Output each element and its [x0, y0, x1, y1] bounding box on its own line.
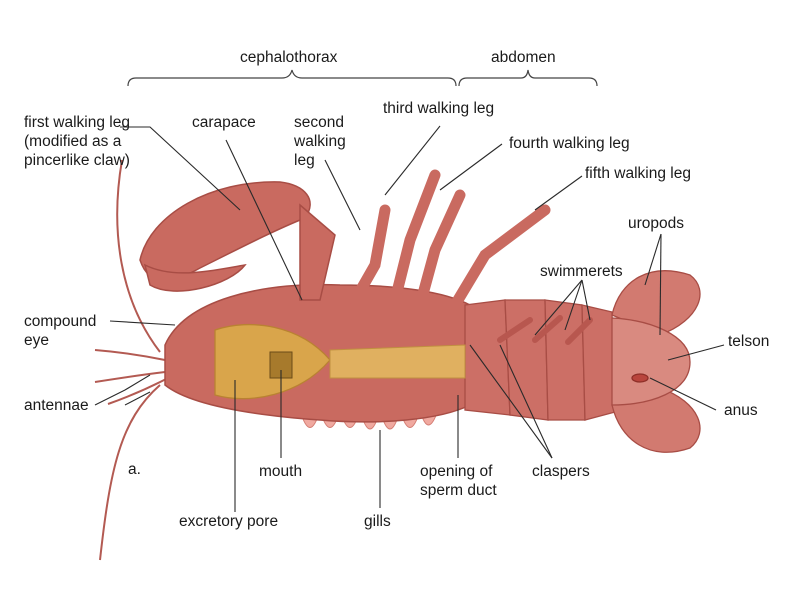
telson-label: telson: [728, 333, 770, 350]
second-walking-leg-label: second walking leg: [294, 114, 346, 169]
claspers-label: claspers: [532, 463, 590, 480]
excretory-pore-label: excretory pore: [179, 513, 279, 530]
carapace-label: carapace: [192, 114, 256, 131]
abdomen-brace: [458, 69, 598, 87]
fourth-walking-leg-label: fourth walking leg: [509, 135, 630, 152]
tail-fan-drawing: [611, 270, 701, 453]
third-walking-leg-label: third walking leg: [383, 100, 495, 117]
compound-eye-label: compound eye: [24, 313, 97, 349]
panel-letter: a.: [128, 461, 141, 478]
claw-drawing: [139, 181, 336, 301]
opening-of-sperm-duct-label: opening of sperm duct: [420, 463, 497, 499]
gills-label: gills: [364, 513, 391, 530]
cephalothorax-label: cephalothorax: [240, 49, 338, 66]
cephalothorax-brace: [127, 69, 457, 87]
abdomen-label: abdomen: [491, 49, 556, 66]
leader-lines: [94, 125, 725, 512]
uropods-label: uropods: [628, 215, 685, 232]
walking-legs-drawing: [349, 169, 551, 311]
fifth-walking-leg-label: fifth walking leg: [585, 165, 691, 182]
antennae-label: antennae: [24, 397, 89, 414]
abdomen-drawing: [464, 299, 616, 421]
first-walking-leg-label: first walking leg (modified as a pincerl…: [24, 114, 130, 169]
sternum-drawing: [329, 344, 466, 379]
swimmerets-label: swimmerets: [540, 263, 623, 280]
anus-label: anus: [724, 402, 758, 419]
mouth-label: mouth: [259, 463, 303, 480]
antennae-drawing: [94, 159, 169, 561]
swimmerets-drawing: [497, 315, 593, 345]
